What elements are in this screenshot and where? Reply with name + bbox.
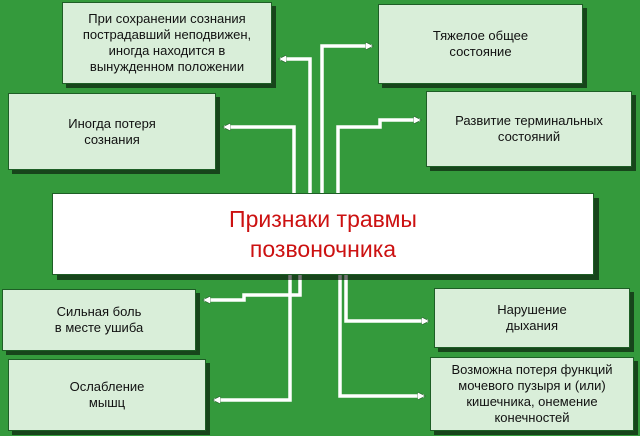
- sign-box-bladder-bowel-loss: Возможна потеря функций мочевого пузыря …: [430, 357, 634, 431]
- sign-box-breathing-disorder: Нарушение дыхания: [434, 288, 630, 348]
- connector-conscious-immobile: [280, 59, 312, 193]
- sign-box-severe-pain: Сильная боль в месте ушиба: [2, 289, 196, 351]
- connector-muscle-weakness: [214, 275, 292, 400]
- connector-severe-pain: [204, 275, 302, 300]
- sign-box-muscle-weakness: Ослабление мышц: [8, 359, 206, 431]
- central-topic-title: Признаки травмы позвоночника: [229, 206, 417, 262]
- sign-box-severe-condition: Тяжелое общее состояние: [378, 4, 583, 84]
- connector-breathing-disorder: [344, 275, 428, 321]
- connector-severe-condition: [320, 46, 372, 193]
- connector-bladder-bowel-loss: [338, 275, 424, 396]
- sign-box-loss-of-consciousness: Иногда потеря сознания: [8, 93, 216, 170]
- connector-loss-of-consciousness: [224, 127, 296, 193]
- connector-terminal-states: [336, 120, 420, 193]
- sign-box-terminal-states: Развитие терминальных состояний: [426, 91, 632, 167]
- central-topic-box: Признаки травмы позвоночника: [52, 193, 594, 275]
- sign-box-conscious-immobile: При сохранении сознания пострадавший неп…: [62, 2, 272, 84]
